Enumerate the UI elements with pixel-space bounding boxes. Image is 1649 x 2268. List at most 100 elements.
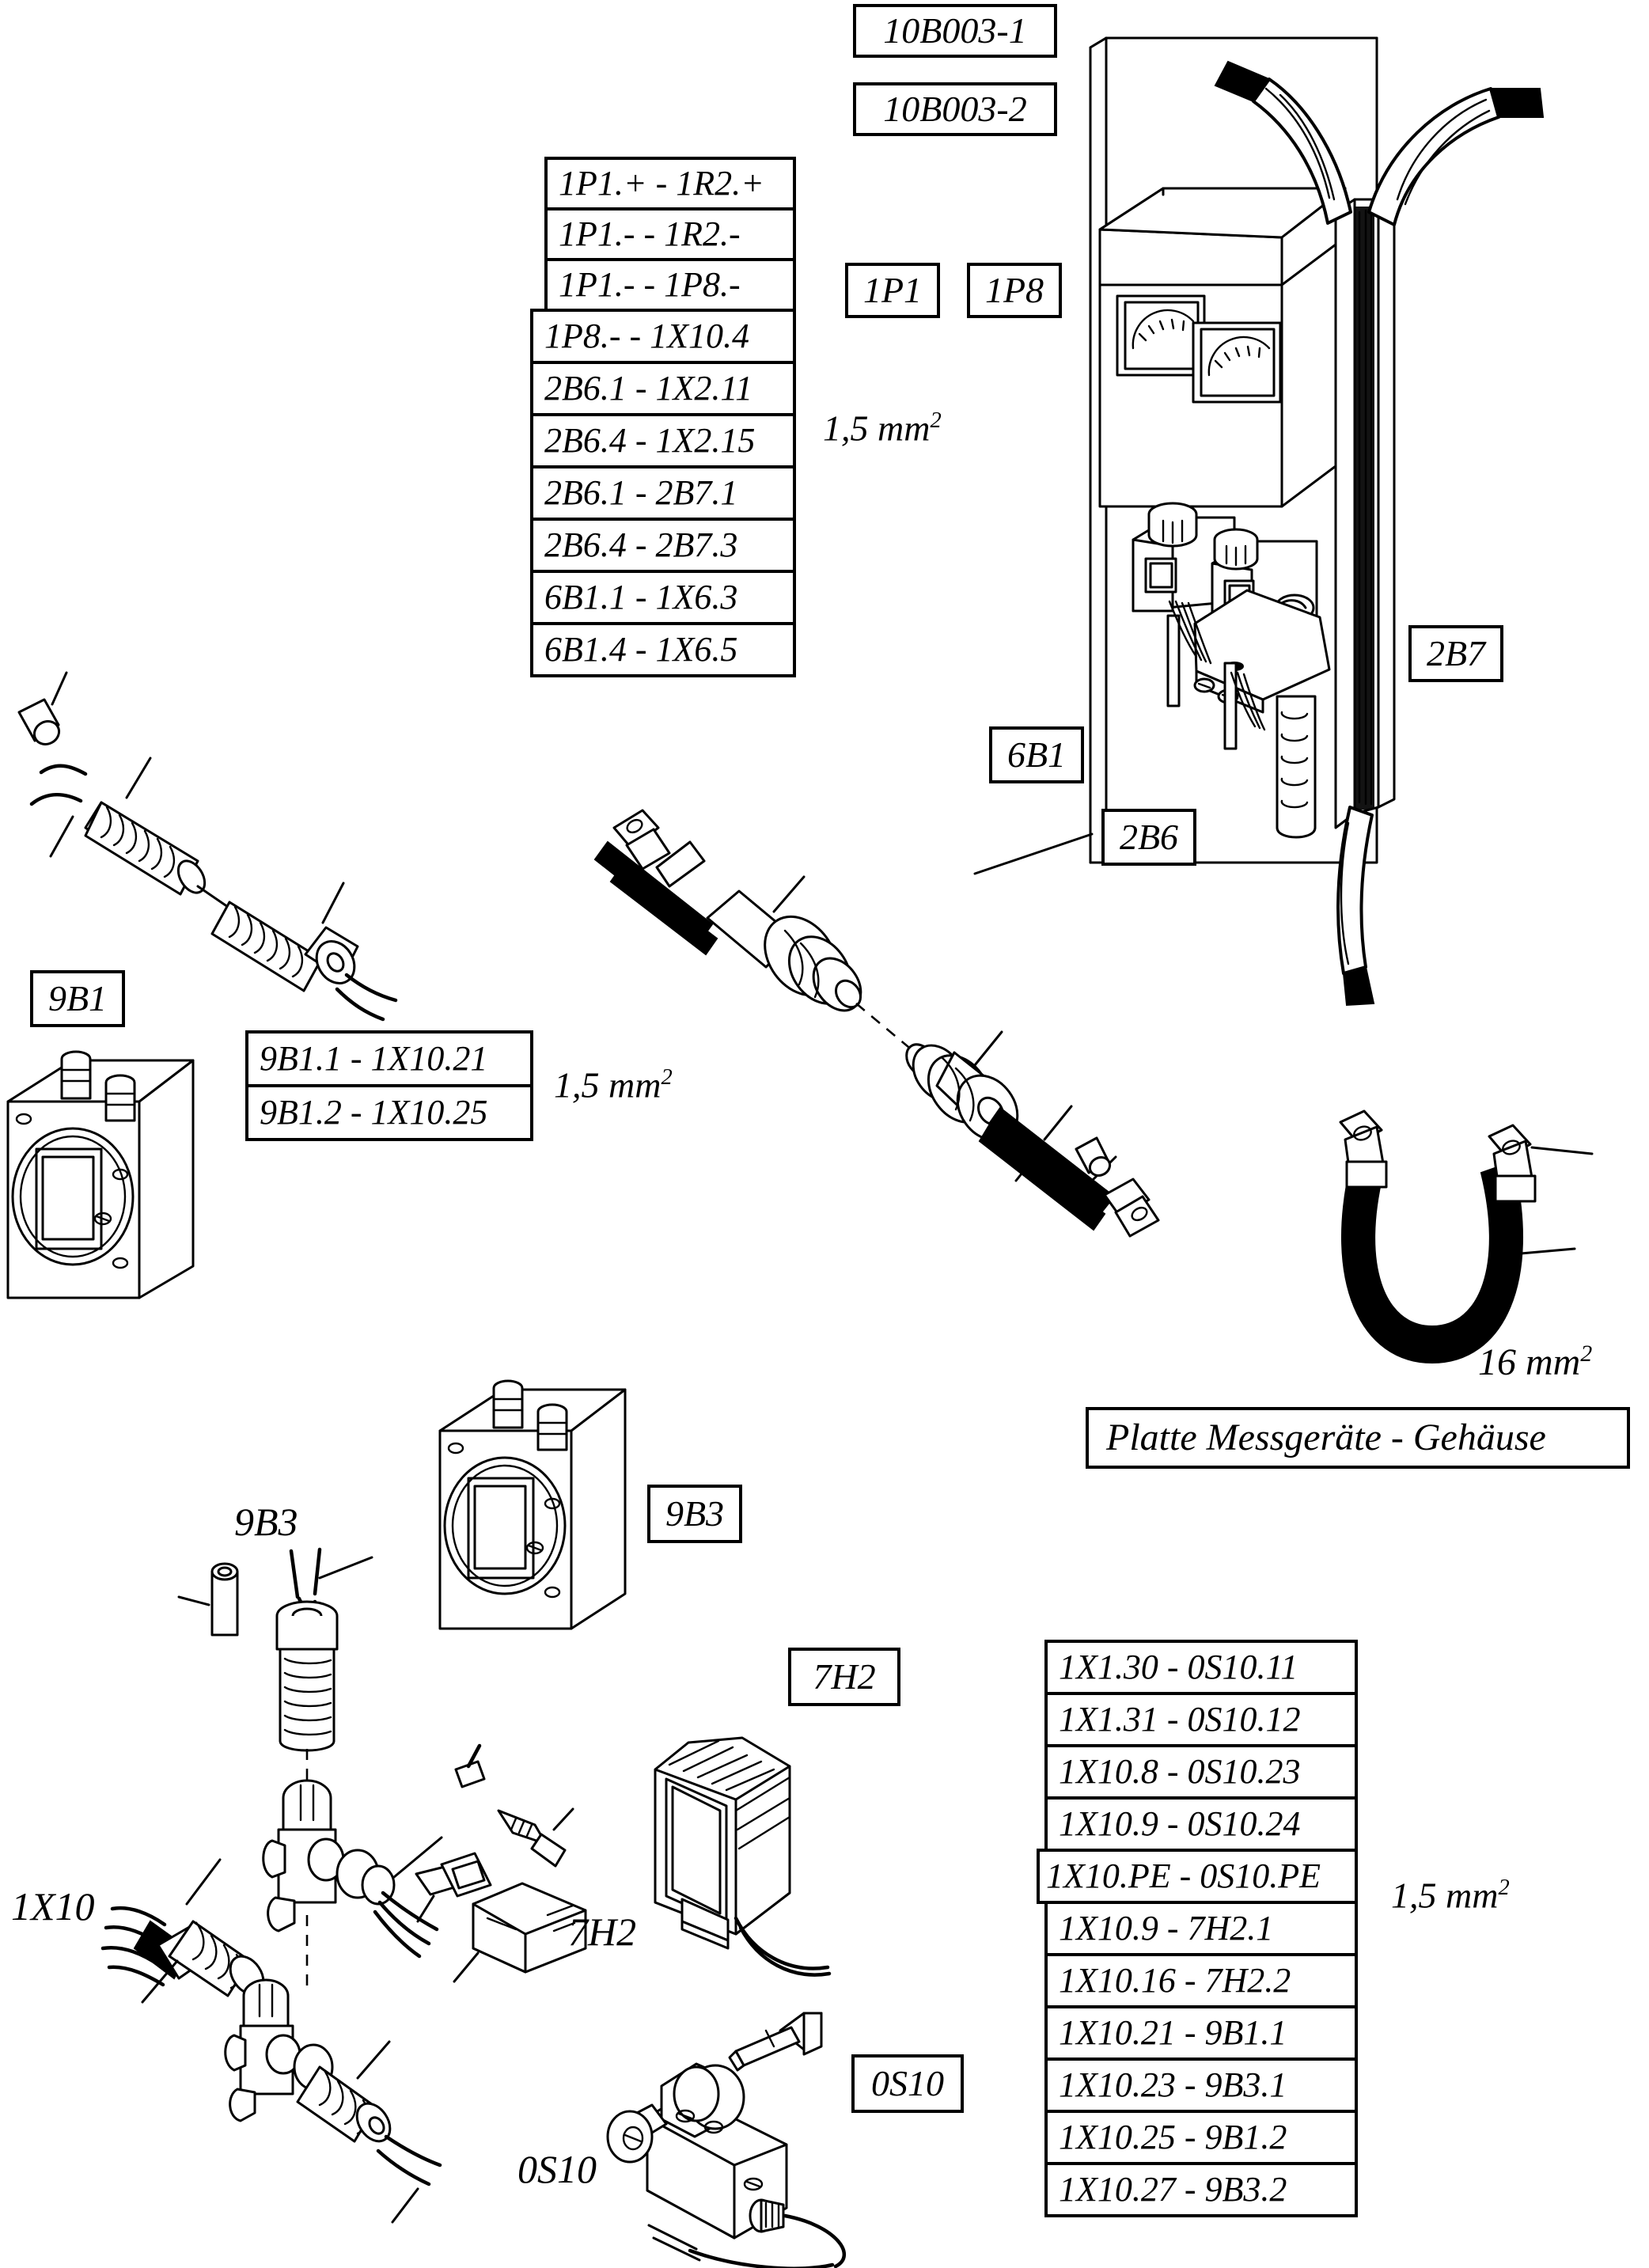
wire-list-row: 1P8.- - 1X10.4 [530, 309, 796, 364]
braided-cable-bottom [1336, 806, 1375, 1007]
terminal-pin-small [454, 1743, 486, 1788]
cable-gland [104, 1074, 136, 1122]
component-tag-2B7: 2B7 [1408, 625, 1503, 682]
wire-list-lower: 1X1.30 - 0S10.11 1X1.31 - 0S10.12 1X10.8… [1037, 1640, 1358, 2217]
wire-list-row-text: 1X10.PE - 0S10.PE [1046, 1856, 1321, 1895]
wire-list-row-text: 1X10.25 - 9B1.2 [1059, 2118, 1287, 2156]
wire-list-row-pe: 1X10.PE - 0S10.PE [1037, 1849, 1358, 1904]
component-tag-text: 1P1 [862, 270, 923, 310]
actuator-key [728, 2012, 823, 2072]
wire-list-row: 1P1.+ - 1R2.+ [544, 157, 796, 210]
wire-list-row-text: 1X10.8 - 0S10.23 [1059, 1752, 1301, 1791]
component-tag-9B1: 9B1 [30, 970, 125, 1027]
wire-list-row: 1X10.27 - 9B3.2 [1044, 2162, 1358, 2217]
wire-list-row-text: 2B6.1 - 2B7.1 [544, 473, 738, 512]
wire-list-row-text: 9B1.1 - 1X10.21 [260, 1039, 488, 1078]
component-tag-text: 6B1 [1006, 734, 1067, 775]
ring-terminal-lug [1488, 1124, 1537, 1203]
wire-list-row: 9B1.2 - 1X10.25 [245, 1084, 533, 1141]
wire-list-row: 1X10.9 - 0S10.24 [1044, 1796, 1358, 1852]
cable-gland [536, 1403, 568, 1451]
spiral-strain-relief [84, 801, 199, 896]
meter-display-1P8 [1192, 321, 1282, 404]
ring-terminal-lug [1103, 1178, 1160, 1238]
component-tag-text: 0S10 [871, 2063, 944, 2103]
title-block: Platte Messgeräte - Gehäuse [1086, 1407, 1630, 1469]
cable-tail-lower [296, 2040, 442, 2224]
wire-list-row: 6B1.4 - 1X6.5 [530, 622, 796, 677]
cable-connector-upper [706, 875, 862, 1012]
spiral-strain-relief [279, 1648, 335, 1752]
component-label-1X10: 1X10 [11, 1884, 95, 1929]
wire-list-row-text: 1X10.23 - 9B3.1 [1059, 2065, 1287, 2104]
terminal-knob [1213, 528, 1259, 571]
wire-list-row: 1P1.- - 1P8.- [544, 258, 796, 312]
component-tag-text: 1P8 [984, 270, 1044, 310]
wire-list-row: 1X10.9 - 7H2.1 [1044, 1901, 1358, 1956]
cable-connector-lower [905, 1030, 1019, 1142]
wire-list-row: 1P1.- - 1R2.- [544, 207, 796, 261]
sensor-housing-9b3 [438, 1379, 627, 1630]
wire-list-row-text: 1X10.9 - 0S10.24 [1059, 1804, 1301, 1843]
wire-list-row: 1X10.21 - 9B1.1 [1044, 2005, 1358, 2061]
wire-list-row-text: 1X10.9 - 7H2.1 [1059, 1909, 1274, 1948]
wire-list-row-text: 6B1.4 - 1X6.5 [544, 630, 738, 669]
braided-cable-top [1214, 60, 1545, 226]
wire-list-row-text: 1P1.- - 1P8.- [559, 265, 741, 304]
instrument-housing-1P1-1P8 [1098, 187, 1347, 508]
cable-ferrule [17, 671, 68, 745]
wire-list-row: 2B6.4 - 2B7.3 [530, 518, 796, 573]
wire-list-row-text: 1X1.30 - 0S10.11 [1059, 1648, 1298, 1686]
cross-section-note-lower-harness: 1,5 mm2 [1391, 1875, 1510, 1916]
wire-list-row-text: 1X1.31 - 0S10.12 [1059, 1700, 1301, 1739]
document-label-text: 10B003-2 [883, 89, 1027, 129]
spiral-strain-relief [168, 1920, 252, 1997]
component-tag-text: 7H2 [813, 1656, 876, 1697]
wire-list-row-text: 2B6.4 - 2B7.3 [544, 525, 738, 564]
document-label-10B003-2: 10B003-2 [853, 82, 1057, 136]
wire-list-row-text: 1P8.- - 1X10.4 [544, 317, 750, 355]
component-tag-text: 2B7 [1426, 633, 1486, 673]
wire-list-row-text: 1P1.- - 1R2.- [559, 214, 741, 253]
wire-list-9b1: 9B1.1 - 1X10.21 9B1.2 - 1X10.25 [245, 1030, 533, 1141]
spiral-strain-relief [210, 901, 323, 992]
component-tag-1P1: 1P1 [845, 263, 940, 318]
connector-housing [453, 1882, 587, 1983]
wire-list-row-text: 1X10.21 - 9B1.1 [1059, 2013, 1287, 2052]
wire-list-row-text: 6B1.1 - 1X6.3 [544, 578, 738, 616]
wire-list-row: 1X10.25 - 9B1.2 [1044, 2110, 1358, 2165]
wire-list-row: 2B6.1 - 2B7.1 [530, 465, 796, 521]
cable-distributor-upper [262, 1779, 443, 1959]
sensor-connector-upper [29, 757, 207, 896]
limit-switch-body [606, 2062, 847, 2268]
wire-list-row-text: 9B1.2 - 1X10.25 [260, 1093, 488, 1132]
component-tag-1P8: 1P8 [967, 263, 1062, 318]
wire-list-row: 9B1.1 - 1X10.21 [245, 1030, 533, 1087]
wire-list-row: 1X10.23 - 9B3.1 [1044, 2058, 1358, 2113]
ring-terminal-lug [612, 809, 671, 870]
wire-list-row: 1X10.16 - 7H2.2 [1044, 1953, 1358, 2008]
component-tag-text: 9B1 [47, 978, 108, 1018]
wire-list-upper: 1P1.+ - 1R2.+ 1P1.- - 1R2.- 1P1.- - 1P8.… [530, 157, 796, 677]
meter-display-1P1 [1116, 294, 1206, 377]
document-label-text: 10B003-1 [883, 10, 1027, 51]
component-tag-9B3: 9B3 [647, 1485, 742, 1543]
cross-section-note-ground-strap: 16 mm2 [1478, 1341, 1593, 1383]
component-label-0S10: 0S10 [517, 2147, 597, 2191]
ring-terminal-lug [1339, 1109, 1388, 1189]
wire-list-row: 1X1.30 - 0S10.11 [1044, 1640, 1358, 1695]
connector-9b3-upper [275, 1547, 373, 1752]
wire-list-row-text: 1P1.+ - 1R2.+ [559, 164, 764, 203]
wire-list-row: 1X10.8 - 0S10.23 [1044, 1744, 1358, 1800]
terminal-block-assembly [1132, 502, 1331, 839]
terminal-knob [1147, 502, 1198, 548]
connector-boot [415, 1852, 492, 1923]
sensor-housing-9b1 [6, 1050, 195, 1299]
